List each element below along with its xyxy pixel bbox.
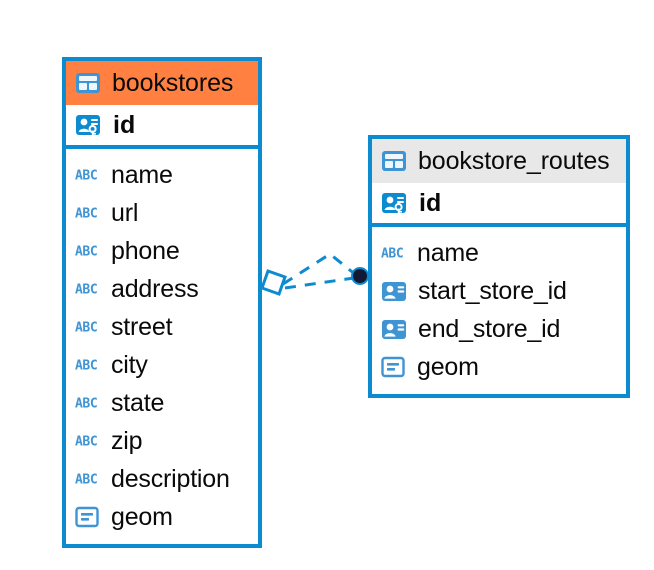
field-row-address[interactable]: ABC address (66, 270, 258, 308)
field-label: end_store_id (418, 314, 561, 343)
abc-text-icon: ABC (75, 281, 100, 297)
primary-key-icon (75, 112, 102, 139)
foreign-key-icon (381, 318, 407, 341)
field-label: description (111, 464, 230, 493)
abc-text-icon: ABC (75, 395, 100, 411)
field-label: city (111, 350, 148, 379)
svg-text:ABC: ABC (75, 169, 97, 183)
svg-text:ABC: ABC (381, 247, 403, 261)
abc-text-icon: ABC (75, 205, 100, 221)
field-row-city[interactable]: ABC city (66, 346, 258, 384)
field-label: url (111, 198, 139, 227)
svg-text:ABC: ABC (75, 397, 97, 411)
field-row-zip[interactable]: ABC zip (66, 422, 258, 460)
field-label: name (417, 238, 479, 267)
entity-header-bookstores[interactable]: bookstores (66, 61, 258, 105)
field-label: geom (417, 352, 479, 381)
entity-table-bookstores[interactable]: bookstores id (62, 57, 262, 548)
relationship-dot-marker (351, 267, 369, 285)
table-icon (381, 148, 407, 174)
field-label: state (111, 388, 165, 417)
field-row-geom[interactable]: geom (372, 348, 626, 386)
primary-key-row-bookstores[interactable]: id (66, 105, 258, 149)
svg-text:ABC: ABC (75, 473, 97, 487)
entity-title-bookstores: bookstores (112, 68, 234, 97)
field-row-description[interactable]: ABC description (66, 460, 258, 498)
field-row-start-store-id[interactable]: start_store_id (372, 272, 626, 310)
field-row-name[interactable]: ABC name (372, 234, 626, 272)
primary-key-row-bookstore-routes[interactable]: id (372, 183, 626, 227)
field-label: zip (111, 426, 143, 455)
svg-text:ABC: ABC (75, 245, 97, 259)
svg-text:ABC: ABC (75, 321, 97, 335)
field-row-end-store-id[interactable]: end_store_id (372, 310, 626, 348)
relationship-line-lower (284, 276, 355, 290)
field-label: name (111, 160, 173, 189)
abc-text-icon: ABC (75, 433, 100, 449)
svg-text:ABC: ABC (75, 435, 97, 449)
field-row-state[interactable]: ABC state (66, 384, 258, 422)
field-label: phone (111, 236, 180, 265)
foreign-key-icon (381, 280, 407, 303)
svg-text:ABC: ABC (75, 207, 97, 221)
abc-text-icon: ABC (75, 167, 100, 183)
entity-title-bookstore-routes: bookstore_routes (418, 146, 610, 175)
entity-header-bookstore-routes[interactable]: bookstore_routes (372, 139, 626, 183)
primary-key-label-bookstores: id (113, 110, 136, 139)
abc-text-icon: ABC (75, 357, 100, 373)
field-row-phone[interactable]: ABC phone (66, 232, 258, 270)
field-row-street[interactable]: ABC street (66, 308, 258, 346)
abc-text-icon: ABC (75, 243, 100, 259)
geometry-icon (75, 506, 100, 529)
geometry-icon (381, 356, 406, 379)
field-list-bookstore-routes: ABC name start_store_id (372, 227, 626, 394)
relationship-line-upper (282, 252, 357, 286)
abc-text-icon: ABC (381, 245, 406, 261)
svg-text:ABC: ABC (75, 283, 97, 297)
primary-key-label-bookstore-routes: id (419, 188, 442, 217)
field-label: street (111, 312, 173, 341)
table-icon (75, 70, 101, 96)
abc-text-icon: ABC (75, 319, 100, 335)
abc-text-icon: ABC (75, 471, 100, 487)
field-label: geom (111, 502, 173, 531)
field-label: address (111, 274, 199, 303)
primary-key-icon (381, 190, 408, 217)
field-label: start_store_id (418, 276, 567, 305)
entity-table-bookstore-routes[interactable]: bookstore_routes id (368, 135, 630, 398)
relationship-diamond-marker (260, 269, 287, 296)
field-list-bookstores: ABC name ABC url ABC p (66, 149, 258, 544)
field-row-geom[interactable]: geom (66, 498, 258, 536)
svg-text:ABC: ABC (75, 359, 97, 373)
field-row-name[interactable]: ABC name (66, 156, 258, 194)
field-row-url[interactable]: ABC url (66, 194, 258, 232)
